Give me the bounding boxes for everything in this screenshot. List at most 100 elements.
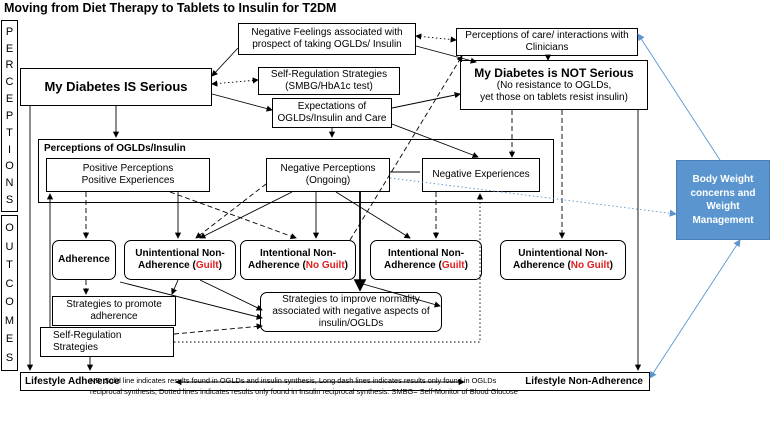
- outcomes-letter: O: [5, 296, 14, 309]
- outcomes-letter: S: [5, 351, 14, 364]
- unint1-qualifier: Guilt: [195, 260, 219, 271]
- blue-lifestyle-bodyweight: [649, 239, 741, 379]
- unint2-line2: Adherence (: [512, 260, 571, 271]
- adherence-box: Adherence: [52, 240, 116, 280]
- arrow-feelings-notserious: [415, 45, 477, 64]
- int2-line1: Intentional Non-: [387, 248, 465, 259]
- self-regulation-top-line2: (SMBG/HbA1c test): [285, 81, 373, 92]
- outcomes-letter: O: [5, 222, 14, 235]
- perceptions-letter: R: [5, 59, 14, 72]
- arrow-feelings-serious: [211, 47, 239, 77]
- arrow-expectations-notserious: [391, 92, 461, 109]
- dash-negperc-unint: [195, 183, 267, 239]
- dot-serious-selfreg: [211, 77, 259, 87]
- diabetes-not-serious-box: My Diabetes is NOT Serious (No resistanc…: [460, 60, 648, 110]
- diagram-title: Moving from Diet Therapy to Tablets to I…: [4, 1, 337, 15]
- strategies-normality-line2: associated with negative aspects of: [272, 306, 430, 317]
- positive-perceptions-line1: Positive Perceptions: [82, 163, 174, 174]
- negative-experiences-text: Negative Experiences: [432, 169, 530, 180]
- perceptions-of-oglds-frame: [38, 139, 554, 203]
- arrow-int1-normality: [355, 281, 441, 308]
- footnote-line2: reciprocal synthesis, Dotted lines indic…: [90, 386, 518, 396]
- negative-feelings-line1: Negative Feelings associated with: [251, 27, 403, 38]
- negative-feelings-line2: prospect of taking OGLDs/ Insulin: [252, 39, 402, 50]
- int1-line1: Intentional Non-: [259, 248, 337, 259]
- diabetes-not-serious-sub1: (No resistance to OGLDs,: [496, 80, 612, 92]
- arrow-negperc-unint: [199, 191, 293, 239]
- unint2-close: ): [609, 260, 614, 271]
- dash-int1-care: [349, 55, 463, 241]
- negative-perceptions-line1: Negative Perceptions: [280, 163, 376, 174]
- perceptions-letter: P: [5, 25, 14, 38]
- negative-experiences-box: Negative Experiences: [422, 158, 540, 192]
- outcomes-letter: T: [6, 259, 13, 272]
- perceptions-of-oglds-label: Perceptions of OGLDs/Insulin: [44, 143, 186, 154]
- self-regulation-top-box: Self-Regulation Strategies(SMBG/HbA1c te…: [258, 67, 400, 95]
- diabetes-not-serious-title: My Diabetes is NOT Serious: [474, 65, 634, 80]
- diabetes-serious-box: My Diabetes IS Serious: [20, 68, 212, 106]
- unintentional-guilt-box: Unintentional Non-Adherence (Guilt): [124, 240, 236, 280]
- outcomes-letter: U: [5, 240, 14, 253]
- perceptions-letter: O: [5, 160, 14, 173]
- arrow-unint-strategies-normality: [199, 279, 263, 311]
- outcomes-letter: C: [5, 277, 14, 290]
- body-weight-line3: Weight: [706, 201, 740, 212]
- diabetes-not-serious-sub2: yet those on tablets resist insulin): [480, 92, 628, 104]
- perceptions-letter: C: [5, 76, 14, 89]
- arrow-adherence-normality: [119, 281, 263, 320]
- arrow-unint-strategies-adherence: [171, 279, 179, 295]
- dot-feelings-care: [415, 33, 457, 43]
- unint1-line1: Unintentional Non-: [135, 248, 225, 259]
- strategies-normality-line3: insulin/OGLDs: [318, 318, 384, 329]
- unint2-line1: Unintentional Non-: [518, 248, 608, 259]
- int1-line2: Adherence (: [247, 260, 306, 271]
- perceptions-letter: S: [5, 194, 14, 207]
- int2-qualifier: Guilt: [441, 260, 465, 271]
- self-regulation-bottom-line1: Self-Regulation: [53, 330, 122, 341]
- adherence-text: Adherence: [58, 254, 110, 265]
- strategies-adherence-line1: Strategies to promote: [66, 299, 162, 310]
- strategies-adherence-line2: adherence: [90, 311, 138, 322]
- lifestyle-bar: Lifestyle Adherence Lifestyle Non-Adhere…: [20, 372, 650, 391]
- intentional-guilt-box: Intentional Non-Adherence (Guilt): [370, 240, 482, 280]
- outcomes-letter: E: [5, 333, 14, 346]
- negative-perceptions-line2: (Ongoing): [305, 175, 351, 186]
- dot-selfreg-negexp: [174, 193, 484, 343]
- diabetes-serious-text: My Diabetes IS Serious: [44, 79, 188, 95]
- perceptions-letter: E: [5, 93, 14, 106]
- perceptions-letter: N: [5, 177, 14, 190]
- perceptions-letter: I: [7, 143, 12, 156]
- body-weight-line4: Management: [692, 214, 754, 226]
- arrow-expectations-negexp: [391, 123, 479, 159]
- expectations-line2: OGLDs/Insulin and Care: [277, 113, 387, 124]
- outcomes-letter: M: [4, 314, 15, 327]
- perceptions-care-line2: Clinicians: [525, 42, 569, 53]
- perceptions-letter: T: [6, 126, 13, 139]
- arrow-negperc-int2: [335, 191, 411, 239]
- strategies-normality-line1: Strategies to improve normality: [282, 294, 420, 305]
- perceptions-letter: E: [5, 42, 14, 55]
- arrow-serious-expectations: [211, 93, 273, 112]
- int2-line2: Adherence (: [384, 260, 442, 271]
- intentional-no-guilt-box: Intentional Non-Adherence (No Guilt): [240, 240, 356, 280]
- int2-close: ): [464, 260, 468, 271]
- positive-perceptions-line2: Positive Experiences: [81, 175, 175, 186]
- unint1-close: ): [218, 260, 222, 271]
- int1-close: ): [344, 260, 349, 271]
- lifestyle-non-adherence-label: Lifestyle Non-Adherence: [525, 376, 643, 387]
- dash-positive-int1: [169, 191, 297, 240]
- negative-perceptions-box: Negative Perceptions(Ongoing): [266, 158, 390, 192]
- blue-negperc-bodyweight: [389, 177, 677, 217]
- unint1-line2: Adherence (: [138, 260, 196, 271]
- self-regulation-bottom-line2: Strategies: [53, 342, 99, 353]
- body-weight-line1: Body Weight: [692, 174, 754, 185]
- unintentional-no-guilt-box: Unintentional Non-Adherence (No Guilt): [500, 240, 626, 280]
